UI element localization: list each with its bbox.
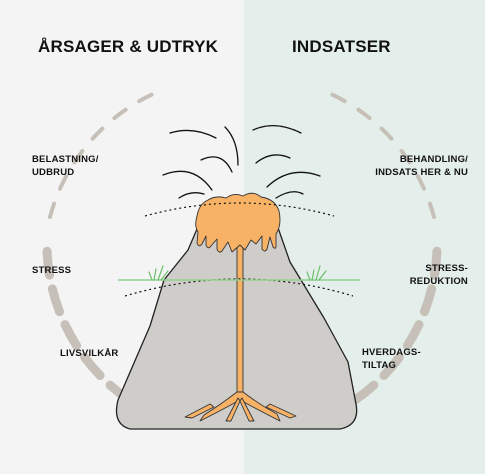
grass-tuft-right-icon bbox=[307, 266, 326, 280]
label-stressreduktion: STRESS- REDUKTION bbox=[410, 262, 468, 288]
label-stress: STRESS bbox=[32, 264, 71, 277]
lava-crater bbox=[196, 193, 280, 252]
label-belastning: BELASTNING/ UDBRUD bbox=[32, 153, 99, 179]
label-behandling: BEHANDLING/ INDSATS HER & NU bbox=[375, 153, 468, 179]
causes-heading: ÅRSAGER & UDTRYK bbox=[38, 37, 218, 57]
interventions-heading: INDSATSER bbox=[292, 37, 391, 57]
label-livsvilkar: LIVSVILKÅR bbox=[60, 347, 118, 360]
label-hverdagstiltag: HVERDAGS- TILTAG bbox=[362, 346, 421, 372]
eruption-lines bbox=[163, 126, 320, 198]
